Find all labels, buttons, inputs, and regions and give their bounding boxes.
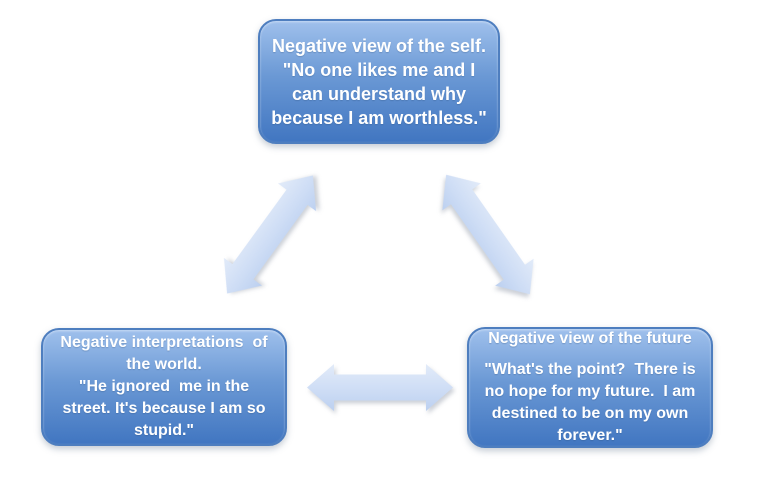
node-world-text: Negative interpretations of the world. "… <box>60 334 268 439</box>
double-arrow-self-future-icon <box>442 174 534 295</box>
double-arrow-world-future-icon <box>307 364 453 411</box>
node-self-text: Negative view of the self. "No one likes… <box>271 35 487 128</box>
node-negative-interpretations-of-world: Negative interpretations of the world. "… <box>41 328 287 446</box>
node-future-title: Negative view of the future <box>488 330 692 347</box>
double-arrow-self-world-icon <box>223 175 317 294</box>
node-future-quote: "What's the point? There is no hope for … <box>484 361 696 444</box>
node-negative-view-of-self: Negative view of the self. "No one likes… <box>258 19 500 144</box>
node-negative-view-of-future: Negative view of the future "What's the … <box>467 327 713 448</box>
